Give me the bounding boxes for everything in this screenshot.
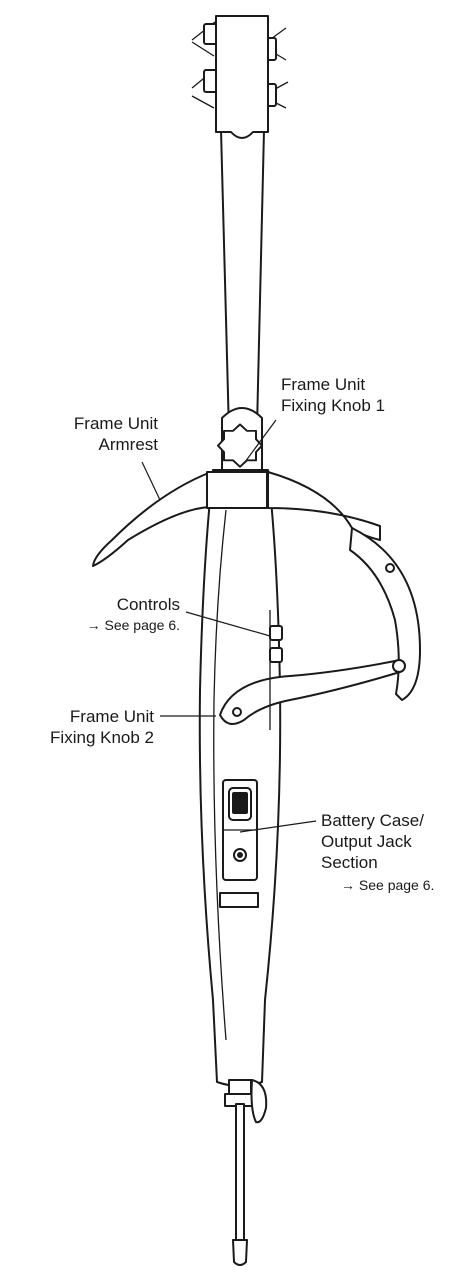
fixing-knob-plate [206, 471, 268, 509]
leader-battery-case [239, 820, 317, 833]
frame-lower-arm [219, 659, 401, 725]
label-controls-line-1: Controls [116, 595, 180, 614]
label-plate [219, 892, 259, 908]
label-fixing-knob-1-line-1: Frame Unit [281, 375, 366, 394]
control-knob-lower [269, 647, 283, 663]
label-battery-case-line-2: Output Jack [321, 832, 412, 851]
label-battery-case-ref: → See page 6. [341, 877, 435, 893]
label-fixing-knob-2-line-2: Fixing Knob 2 [50, 728, 154, 747]
label-fixing-knob-2: Frame Unit Fixing Knob 2 [2, 706, 154, 748]
label-fixing-knob-2-line-1: Frame Unit [69, 707, 154, 726]
label-armrest-line-2: Armrest [98, 435, 159, 454]
body [198, 469, 282, 1087]
endpin-tip [232, 1239, 248, 1266]
label-battery-case-line-1: Battery Case/ [321, 811, 424, 830]
label-armrest: Frame Unit Armrest [30, 413, 158, 455]
leader-fixing-knob-1 [244, 419, 277, 463]
armrest-left-arm [92, 471, 212, 567]
label-fixing-knob-1: Frame Unit Fixing Knob 1 [281, 374, 385, 416]
label-fixing-knob-1-line-2: Fixing Knob 1 [281, 396, 385, 415]
fixing-knob-1 [217, 423, 263, 468]
frame-arc [349, 527, 421, 701]
control-knob-upper [269, 625, 283, 641]
label-battery-case-line-3: Section [321, 853, 378, 872]
headstock [215, 15, 269, 139]
label-controls: Controls → See page 6. [30, 594, 180, 635]
armrest-right-arm [267, 471, 381, 541]
endpin [235, 1103, 245, 1245]
endpin-screw [250, 1079, 268, 1124]
leader-armrest [141, 461, 161, 501]
label-armrest-line-1: Frame Unit [73, 414, 158, 433]
label-controls-ref: → See page 6. [86, 617, 180, 633]
leader-controls [185, 611, 271, 637]
label-battery-case-ref-wrap: → See page 6. [341, 875, 434, 895]
label-battery-case: Battery Case/ Output Jack Section [321, 810, 424, 873]
